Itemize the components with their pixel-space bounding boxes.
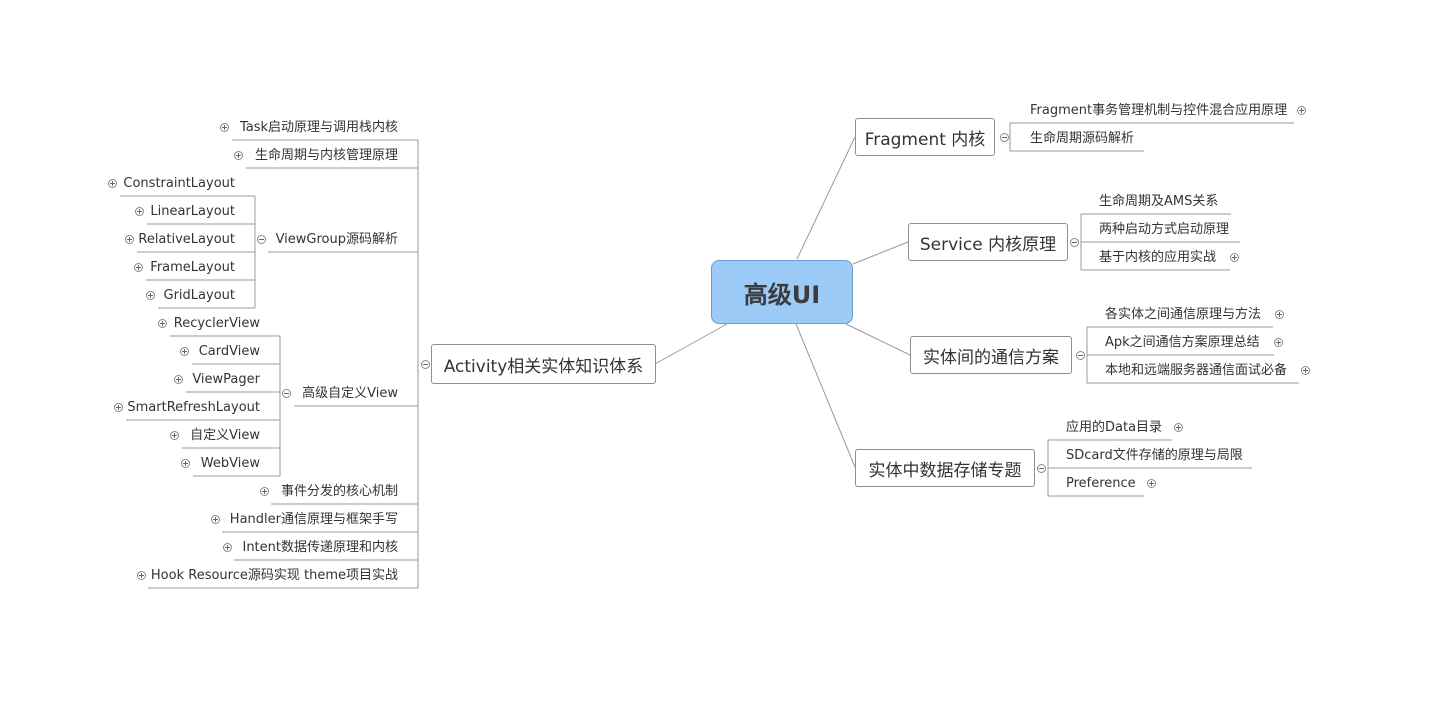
expand-toggle-icon[interactable] — [180, 347, 189, 356]
node-task-stack[interactable]: Task启动原理与调用栈内核 — [239, 120, 398, 135]
node-fragment-transaction[interactable]: Fragment事务管理机制与控件混合应用原理 — [1030, 103, 1288, 118]
node-fragment-lifecycle[interactable]: 生命周期源码解析 — [1030, 131, 1135, 146]
expand-toggle-icon[interactable] — [1275, 310, 1284, 319]
node-activity-lifecycle[interactable]: 生命周期与内核管理原理 — [254, 148, 398, 163]
node-custom-view-child[interactable]: 自定义View — [190, 428, 260, 443]
node-storage-sdcard[interactable]: SDcard文件存储的原理与局限 — [1066, 448, 1243, 463]
collapse-toggle-icon[interactable] — [257, 235, 266, 244]
expand-toggle-icon[interactable] — [211, 515, 220, 524]
branch-activity[interactable]: Activity相关实体知识体系 — [431, 344, 656, 384]
branch-communication[interactable]: 实体间的通信方案 — [910, 336, 1072, 374]
expand-toggle-icon[interactable] — [223, 543, 232, 552]
expand-toggle-icon[interactable] — [260, 487, 269, 496]
expand-toggle-icon[interactable] — [146, 291, 155, 300]
expand-toggle-icon[interactable] — [1274, 338, 1283, 347]
expand-toggle-icon[interactable] — [134, 263, 143, 272]
expand-toggle-icon[interactable] — [181, 459, 190, 468]
node-webview[interactable]: WebView — [200, 456, 260, 471]
expand-toggle-icon[interactable] — [125, 235, 134, 244]
expand-toggle-icon[interactable] — [1301, 366, 1310, 375]
node-grid-layout[interactable]: GridLayout — [163, 288, 235, 303]
expand-toggle-icon[interactable] — [220, 123, 229, 132]
node-service-lifecycle[interactable]: 生命周期及AMS关系 — [1099, 194, 1219, 209]
node-comm-apk[interactable]: Apk之间通信方案原理总结 — [1105, 335, 1260, 350]
collapse-toggle-icon[interactable] — [1070, 238, 1079, 247]
collapse-toggle-icon[interactable] — [282, 389, 291, 398]
branch-storage[interactable]: 实体中数据存储专题 — [855, 449, 1035, 487]
node-custom-view[interactable]: 高级自定义View — [302, 386, 398, 401]
expand-toggle-icon[interactable] — [158, 319, 167, 328]
collapse-toggle-icon[interactable] — [1037, 464, 1046, 473]
expand-toggle-icon[interactable] — [174, 375, 183, 384]
expand-toggle-icon[interactable] — [1297, 106, 1306, 115]
expand-toggle-icon[interactable] — [1147, 479, 1156, 488]
collapse-toggle-icon[interactable] — [1076, 351, 1085, 360]
collapse-toggle-icon[interactable] — [421, 360, 430, 369]
expand-toggle-icon[interactable] — [114, 403, 123, 412]
node-smartrefreshlayout[interactable]: SmartRefreshLayout — [127, 400, 260, 415]
branch-service[interactable]: Service 内核原理 — [908, 223, 1068, 261]
node-frame-layout[interactable]: FrameLayout — [150, 260, 235, 275]
node-comm-server[interactable]: 本地和远端服务器通信面试必备 — [1105, 363, 1288, 378]
expand-toggle-icon[interactable] — [170, 431, 179, 440]
node-relative-layout[interactable]: RelativeLayout — [138, 232, 235, 247]
node-recyclerview[interactable]: RecyclerView — [173, 316, 260, 331]
central-node[interactable]: 高级UI — [711, 260, 853, 324]
node-event-dispatch[interactable]: 事件分发的核心机制 — [280, 484, 398, 499]
branch-fragment[interactable]: Fragment 内核 — [855, 118, 995, 156]
node-storage-data-dir[interactable]: 应用的Data目录 — [1066, 420, 1163, 435]
node-comm-entities[interactable]: 各实体之间通信原理与方法 — [1105, 307, 1262, 322]
node-constraint-layout[interactable]: ConstraintLayout — [123, 176, 235, 191]
node-linear-layout[interactable]: LinearLayout — [150, 204, 235, 219]
node-storage-preference[interactable]: Preference — [1066, 476, 1136, 491]
expand-toggle-icon[interactable] — [135, 207, 144, 216]
expand-toggle-icon[interactable] — [108, 179, 117, 188]
node-intent[interactable]: Intent数据传递原理和内核 — [242, 540, 398, 555]
node-hook-resource[interactable]: Hook Resource源码实现 theme项目实战 — [150, 568, 398, 583]
expand-toggle-icon[interactable] — [1230, 253, 1239, 262]
node-service-start-modes[interactable]: 两种启动方式启动原理 — [1099, 222, 1230, 237]
collapse-toggle-icon[interactable] — [1000, 133, 1009, 142]
expand-toggle-icon[interactable] — [137, 571, 146, 580]
node-cardview[interactable]: CardView — [198, 344, 260, 359]
node-viewpager[interactable]: ViewPager — [192, 372, 260, 387]
node-handler[interactable]: Handler通信原理与框架手写 — [229, 512, 398, 527]
node-service-practice[interactable]: 基于内核的应用实战 — [1099, 250, 1217, 265]
expand-toggle-icon[interactable] — [1174, 423, 1183, 432]
node-viewgroup[interactable]: ViewGroup源码解析 — [275, 232, 398, 247]
expand-toggle-icon[interactable] — [234, 151, 243, 160]
